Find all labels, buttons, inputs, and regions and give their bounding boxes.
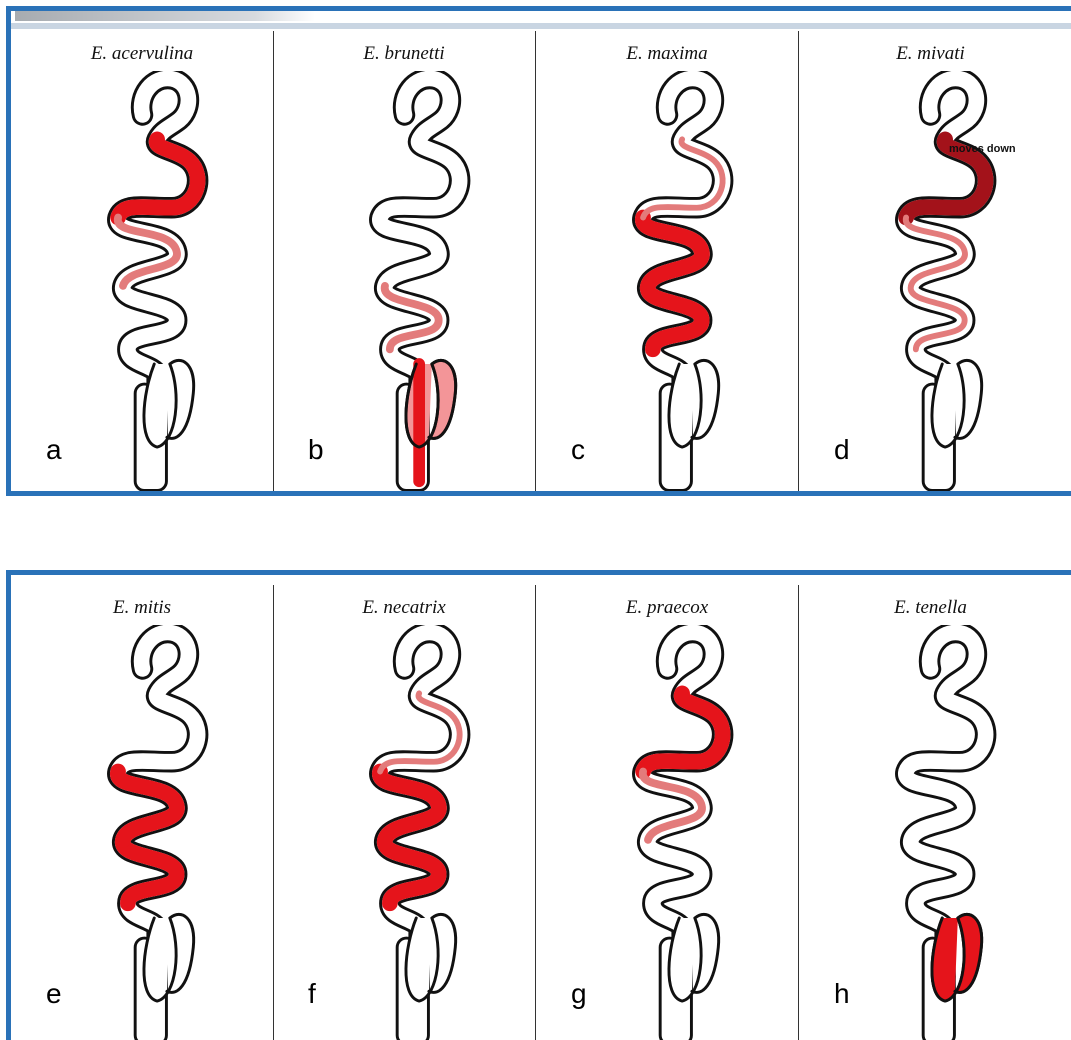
species-label: E. necatrix [273, 597, 535, 619]
panel-letter: g [571, 978, 587, 1010]
panel-letter: e [46, 978, 62, 1010]
panel-letter: c [571, 434, 585, 466]
panel-letter: a [46, 434, 62, 466]
panel-d: E. mivati moves down d [799, 31, 1062, 496]
annotation-note: moves down [949, 143, 1016, 155]
species-label: E. praecox [536, 597, 798, 619]
species-label: E. tenella [799, 597, 1062, 619]
panel-letter: d [834, 434, 850, 466]
ceca-infected [406, 360, 456, 447]
panel-letter: b [308, 434, 324, 466]
panel-h: E. tenella h [799, 585, 1062, 1040]
panel-f: E. necatrix f [273, 585, 536, 1040]
panel-c: E. maxima c [536, 31, 799, 496]
panel-g: E. praecox g [536, 585, 799, 1040]
intestine-diagram [536, 71, 799, 491]
ceca-outline [669, 360, 719, 447]
intestine-diagram [273, 71, 536, 491]
intestine-diagram [799, 71, 1062, 491]
ceca-outline [144, 914, 194, 1001]
infected-segment [118, 139, 198, 217]
infected-segment [643, 693, 723, 771]
panel-letter: f [308, 978, 316, 1010]
panel-a: E. acervulina a [11, 31, 274, 496]
divider-line [11, 23, 1071, 29]
panel-b: E. brunetti b [273, 31, 536, 496]
ceca-outline [669, 914, 719, 1001]
species-label: E. acervulina [11, 43, 273, 65]
ceca-infected [932, 914, 982, 1001]
panel-letter: h [834, 978, 850, 1010]
ceca-outline [406, 914, 456, 1001]
species-label: E. mivati [799, 43, 1062, 65]
species-label: E. brunetti [273, 43, 535, 65]
ceca-outline [932, 360, 982, 447]
species-label: E. maxima [536, 43, 798, 65]
faded-heading [15, 9, 315, 21]
species-label: E. mitis [11, 597, 273, 619]
bottom-diagram-frame: E. mitis e E. necatrix f E. praecox g E. tenel… [6, 570, 1071, 1040]
ceca-outline [144, 360, 194, 447]
intestine-diagram [11, 71, 274, 491]
panel-e: E. mitis e [11, 585, 274, 1040]
